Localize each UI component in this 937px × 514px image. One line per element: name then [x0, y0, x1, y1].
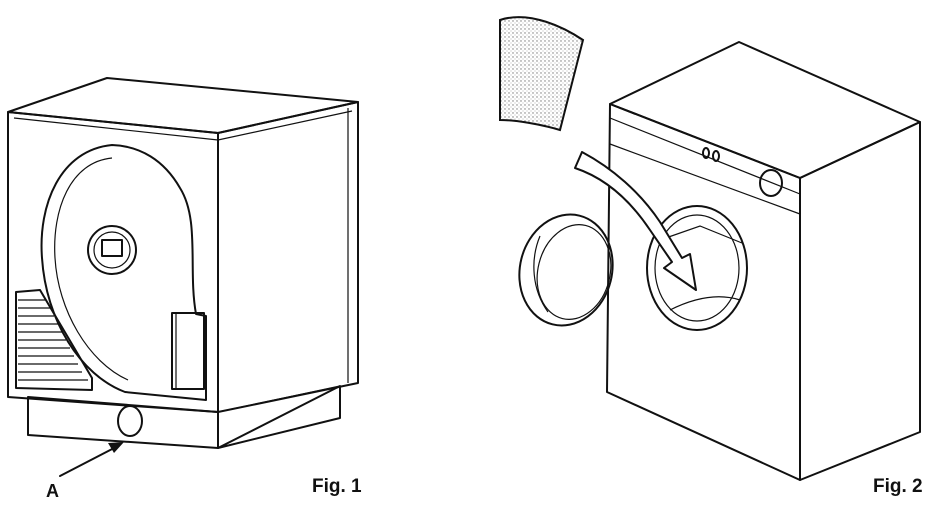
washer-front-face	[606, 103, 801, 481]
filter-pad	[499, 16, 585, 132]
dryer-rear-view	[7, 77, 359, 477]
dryer-plinth	[27, 396, 219, 449]
drum-housing-spiral	[40, 144, 207, 401]
washer-top-face	[609, 41, 921, 179]
vent-grille	[15, 289, 93, 391]
figure-2-caption: Fig. 2	[873, 476, 923, 497]
washer-front-view	[518, 41, 921, 481]
dryer-top-face	[7, 77, 359, 134]
door-opening	[646, 205, 748, 331]
open-door	[518, 213, 614, 327]
control-knob-1	[702, 147, 710, 159]
control-knob-2	[712, 150, 720, 162]
washer-side-face	[799, 121, 921, 481]
dryer-side-face	[217, 101, 359, 413]
figure-1-caption: Fig. 1	[312, 476, 362, 497]
drain-outlet-a	[117, 405, 143, 437]
program-dial	[759, 169, 783, 197]
vent-louvers	[18, 299, 88, 381]
callout-a-label: A	[46, 481, 59, 501]
dryer-front-face	[7, 111, 219, 413]
callout-a-arrow	[59, 442, 124, 477]
rear-cover-panel	[171, 312, 205, 390]
drum-hub	[87, 225, 137, 275]
insert-direction-arrow	[574, 151, 697, 291]
